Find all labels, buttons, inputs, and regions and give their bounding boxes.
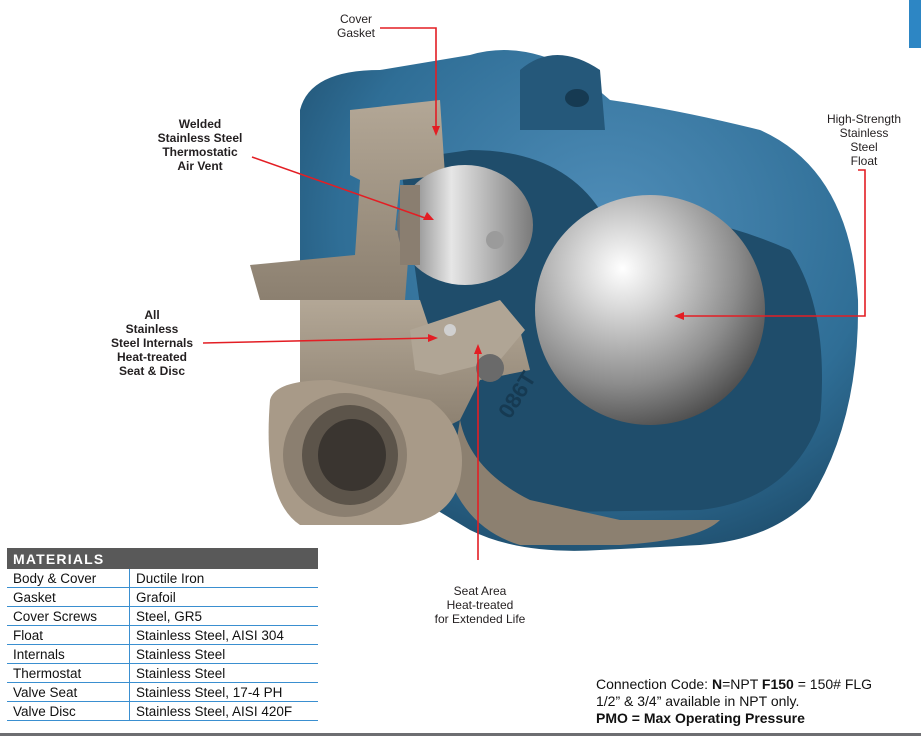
callout-cover-gasket: Cover Gasket [322, 12, 390, 40]
callout-line: Seat & Disc [118, 364, 186, 378]
table-row: Internals Stainless Steel [7, 644, 318, 664]
callout-line: Seat Area [453, 584, 507, 598]
part-name: Valve Seat [7, 682, 130, 702]
air-vent-capsule [397, 165, 533, 285]
callout-line: Stainless Steel [157, 131, 243, 145]
part-material: Ductile Iron [129, 569, 318, 588]
table-row: Thermostat Stainless Steel [7, 663, 318, 683]
callout-line: High-Strength [826, 112, 902, 126]
part-name: Internals [7, 644, 130, 664]
callout-line: Steel [850, 140, 878, 154]
table-row: Float Stainless Steel, AISI 304 [7, 625, 318, 645]
table-row: Cover Screws Steel, GR5 [7, 606, 318, 626]
callout-line: for Extended Life [434, 612, 526, 626]
part-name: Valve Disc [7, 701, 130, 721]
callout-line: Welded [178, 117, 222, 131]
callout-line: Air Vent [177, 159, 223, 173]
leader-air-vent [251, 156, 429, 220]
callout-line: Thermostatic [162, 145, 238, 159]
callout-air-vent: Welded Stainless Steel Thermostatic Air … [138, 117, 262, 173]
cover-lug [520, 55, 605, 130]
npt-text: =NPT [722, 676, 762, 692]
callout-internals: All Stainless Steel Internals Heat-treat… [100, 308, 204, 378]
npt-code: N [711, 676, 723, 692]
callout-line: Gasket [336, 26, 375, 40]
leader-cover-gasket [380, 27, 437, 130]
flange-text: = 150# FLG [793, 676, 873, 692]
callout-line: Stainless [125, 322, 179, 336]
connection-line-1: Connection Code: N=NPT F150 = 150# FLG [596, 676, 872, 693]
cut-section [250, 100, 445, 300]
part-name: Body & Cover [7, 569, 130, 588]
flange-code: F150 [761, 676, 794, 692]
callout-line: Cover [339, 12, 372, 26]
table-row: Gasket Grafoil [7, 587, 318, 607]
table-row: Valve Disc Stainless Steel, AISI 420F [7, 701, 318, 721]
materials-header-row: MATERIALS [7, 548, 318, 569]
callout-line: Heat-treated [116, 350, 188, 364]
part-material: Stainless Steel [129, 644, 318, 664]
connection-line-2: 1/2” & 3/4” available in NPT only. [596, 693, 800, 709]
callout-line: Steel Internals [110, 336, 194, 350]
part-name: Thermostat [7, 663, 130, 683]
leader-internals [202, 337, 433, 344]
section-tab [909, 0, 921, 48]
callout-line: Stainless [839, 126, 889, 140]
bottom-rule [0, 733, 921, 736]
connection-prefix: Connection Code: [596, 676, 712, 692]
part-name: Gasket [7, 587, 130, 607]
materials-heading: MATERIALS [7, 548, 318, 569]
callout-line: All [144, 308, 160, 322]
steam-trap-illustration: 086T [202, 27, 866, 560]
part-material: Stainless Steel, AISI 304 [129, 625, 318, 645]
materials-table: MATERIALS Body & Cover Ductile Iron Gask… [7, 548, 318, 721]
part-material: Grafoil [129, 587, 318, 607]
callout-line: Heat-treated [446, 598, 514, 612]
callout-line: Float [850, 154, 878, 168]
part-material: Stainless Steel, AISI 420F [129, 701, 318, 721]
float-ball [535, 195, 765, 425]
connection-note: Connection Code: N=NPT F150 = 150# FLG 1… [596, 676, 872, 727]
part-material: Stainless Steel [129, 663, 318, 683]
part-name: Cover Screws [7, 606, 130, 626]
part-material: Stainless Steel, 17-4 PH [129, 682, 318, 702]
table-row: Valve Seat Stainless Steel, 17-4 PH [7, 682, 318, 702]
part-name: Float [7, 625, 130, 645]
connection-line-3: PMO = Max Operating Pressure [596, 710, 805, 726]
callout-seat-area: Seat Area Heat-treated for Extended Life [418, 584, 542, 626]
table-row: Body & Cover Ductile Iron [7, 569, 318, 588]
callout-float: High-Strength Stainless Steel Float [812, 112, 916, 168]
part-material: Steel, GR5 [129, 606, 318, 626]
leader-float [680, 169, 866, 317]
